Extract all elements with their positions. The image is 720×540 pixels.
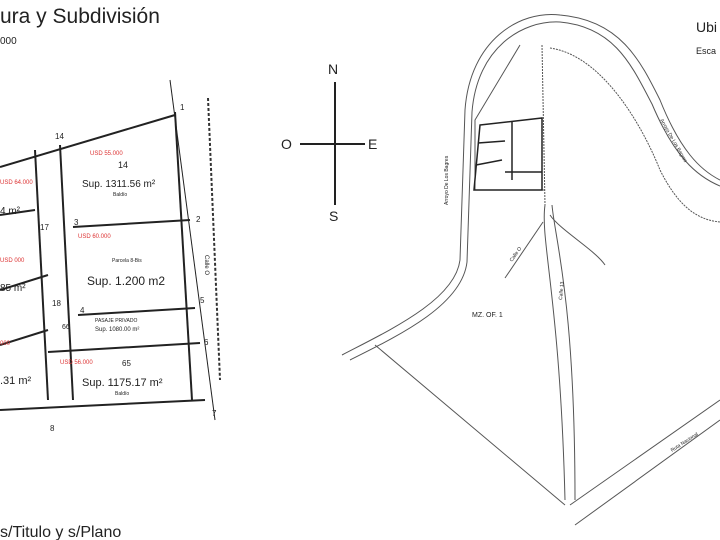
compass-east: E	[368, 136, 377, 152]
street-label: Calle O	[203, 255, 209, 275]
vertex-label: 14	[55, 132, 64, 141]
vertex-label: 4	[80, 306, 85, 315]
compass-north: N	[328, 61, 338, 77]
block-label: MZ. OF. 1	[472, 312, 503, 319]
location-lots	[473, 117, 543, 191]
vertex-label: 18	[52, 299, 61, 308]
lot-price: USD 60.000	[78, 234, 111, 240]
compass-west: O	[281, 136, 292, 152]
compass-rose	[300, 82, 365, 205]
street-label: Ruta Nacional	[670, 432, 700, 454]
lot-note: Baldío	[115, 391, 129, 397]
location-title: Ubi	[696, 19, 717, 35]
vertex-label: 8	[50, 424, 55, 433]
lot-note: PASAJE PRIVADO	[95, 318, 137, 324]
lot-area: Sup. 1080.00 m²	[95, 327, 139, 333]
location-scale: Esca	[696, 46, 716, 56]
street-label: Calle 13	[558, 281, 566, 300]
lot-price: 000	[0, 341, 11, 347]
lot-price: USD 000	[0, 258, 25, 264]
lot-note: Parcela 8-Bis	[112, 258, 142, 264]
lot-number: 65	[122, 359, 131, 368]
vertex-label: 7	[212, 409, 217, 418]
lot-area: Sup. 1.200 m2	[87, 274, 165, 288]
vertex-label: 17	[40, 223, 49, 232]
compass-south: S	[329, 208, 338, 224]
vertex-label: 5	[200, 296, 205, 305]
lot-number: 14	[118, 160, 128, 170]
lot-price: USD 55.000	[90, 151, 123, 157]
location-roads	[341, 13, 720, 526]
plan-footer: s/Titulo y s/Plano	[0, 524, 121, 540]
lot-price: USD 56.000	[60, 360, 93, 366]
vertex-label: 6	[204, 338, 209, 347]
lot-note: Baldío	[113, 192, 127, 198]
street-edge	[207, 97, 221, 381]
lot-area: 4 m²	[0, 206, 21, 217]
lot-price: USD 64.000	[0, 180, 33, 186]
vertex-label: 2	[196, 215, 201, 224]
vertex-label: 1	[180, 103, 185, 112]
lot-area: 85 m²	[0, 283, 26, 294]
lot-number: 66	[62, 324, 70, 331]
lot-boundaries	[0, 79, 216, 421]
plan-scale: 000	[0, 36, 17, 47]
street-label: Arroyo De Los Bagres	[444, 155, 450, 205]
street-label: Arroyo De Los Bagres	[658, 118, 688, 164]
lot-area: Sup. 1175.17 m²	[82, 377, 163, 389]
lot-area: Sup. 1311.56 m²	[82, 179, 156, 190]
lot-area: .31 m²	[0, 375, 32, 387]
plan-title: ura y Subdivisión	[0, 5, 160, 28]
vertex-label: 3	[74, 218, 79, 227]
